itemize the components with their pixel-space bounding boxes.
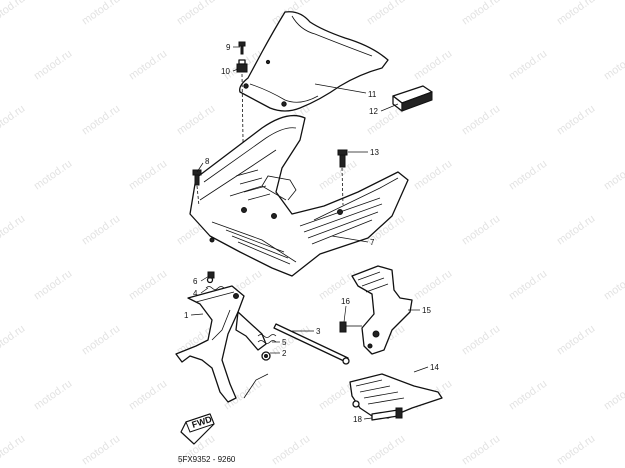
callout-5: 5 [282, 338, 287, 347]
watermark-text: motod.ru [365, 433, 407, 468]
watermark-text: motod.ru [507, 48, 549, 83]
fwd-arrow-badge: FWD [180, 413, 215, 445]
watermark-text: motod.ru [127, 48, 169, 83]
watermark-text: motod.ru [460, 323, 502, 358]
watermark-text: motod.ru [127, 268, 169, 303]
washer-10-part [236, 59, 248, 73]
callout-8: 8 [205, 157, 210, 166]
callout-16: 16 [341, 297, 350, 306]
stand-shaft-part [273, 323, 350, 365]
main-stand-part [175, 285, 269, 403]
callout-4: 4 [193, 289, 198, 298]
callout-1: 1 [184, 311, 189, 320]
watermark-text: motod.ru [32, 268, 74, 303]
watermark-text: motod.ru [555, 0, 597, 27]
drawing-code: 5FX9352 - 9260 [178, 455, 236, 464]
callout-3: 3 [316, 327, 321, 336]
watermark-text: motod.ru [80, 323, 122, 358]
watermark-text: motod.ru [317, 268, 359, 303]
footboard-ribs [225, 169, 383, 265]
watermark-text: motod.ru [460, 433, 502, 468]
watermark-text: motod.ru [32, 48, 74, 83]
watermark-text: motod.ru [80, 433, 122, 468]
callout-13: 13 [370, 148, 379, 157]
callout-18: 18 [353, 415, 362, 424]
footboard-part [189, 114, 409, 277]
callout-10: 10 [221, 67, 230, 76]
callout-12: 12 [369, 107, 378, 116]
callout-2: 2 [282, 349, 287, 358]
watermark-text: motod.ru [175, 0, 217, 27]
watermark-text: motod.ru [365, 0, 407, 27]
screw-9-part [238, 41, 246, 55]
spring-6-part [207, 271, 215, 279]
watermark-text: motod.ru [602, 158, 625, 193]
watermark-text: motod.ru [412, 48, 454, 83]
footrest-bracket-part [351, 265, 413, 355]
watermark-text: motod.ru [0, 213, 27, 248]
watermark-text: motod.ru [270, 433, 312, 468]
upper-cover-part [239, 11, 389, 112]
callout-7: 7 [370, 238, 375, 247]
watermark-text: motod.ru [0, 0, 27, 27]
watermark-text: motod.ru [0, 103, 27, 138]
spring-4-part [205, 276, 225, 290]
watermark-text: motod.ru [32, 378, 74, 413]
watermark-text: motod.ru [507, 158, 549, 193]
watermark-text: motod.ru [0, 323, 27, 358]
callout-14: 14 [430, 363, 439, 372]
watermark-text: motod.ru [80, 213, 122, 248]
watermark-text: motod.ru [32, 158, 74, 193]
bolt-13-part [337, 149, 348, 168]
watermark-text: motod.ru [602, 378, 625, 413]
callout-6: 6 [193, 277, 198, 286]
watermark-text: motod.ru [555, 213, 597, 248]
watermark-text: motod.ru [412, 268, 454, 303]
rubber-pad-part [392, 85, 433, 112]
watermark-text: motod.ru [460, 213, 502, 248]
watermark-text: motod.ru [412, 158, 454, 193]
footrest-part [349, 373, 443, 419]
watermark-text: motod.ru [175, 103, 217, 138]
watermark-text: motod.ru [602, 48, 625, 83]
leader-lines [190, 46, 429, 420]
watermark-text: motod.ru [555, 323, 597, 358]
watermark-text: motod.ru [555, 433, 597, 468]
watermark-text: motod.ru [0, 433, 27, 468]
watermark-text: motod.ru [127, 378, 169, 413]
bolt-8-part [192, 169, 202, 186]
bolt-16-part [339, 321, 362, 333]
watermark-text: motod.ru [80, 0, 122, 27]
watermark-text: motod.ru [80, 103, 122, 138]
watermark-text: motod.ru [507, 378, 549, 413]
watermark-text: motod.ru [555, 103, 597, 138]
callout-15: 15 [422, 306, 431, 315]
watermark-text: motod.ru [602, 268, 625, 303]
callout-11: 11 [368, 90, 377, 99]
watermark-text: motod.ru [507, 268, 549, 303]
watermark-text: motod.ru [317, 158, 359, 193]
washer-2-part [261, 351, 271, 361]
spring-5-part [257, 334, 277, 344]
callout-9: 9 [226, 43, 231, 52]
watermark-text: motod.ru [460, 0, 502, 27]
watermark-text: motod.ru [127, 158, 169, 193]
watermark-text: motod.ru [460, 103, 502, 138]
